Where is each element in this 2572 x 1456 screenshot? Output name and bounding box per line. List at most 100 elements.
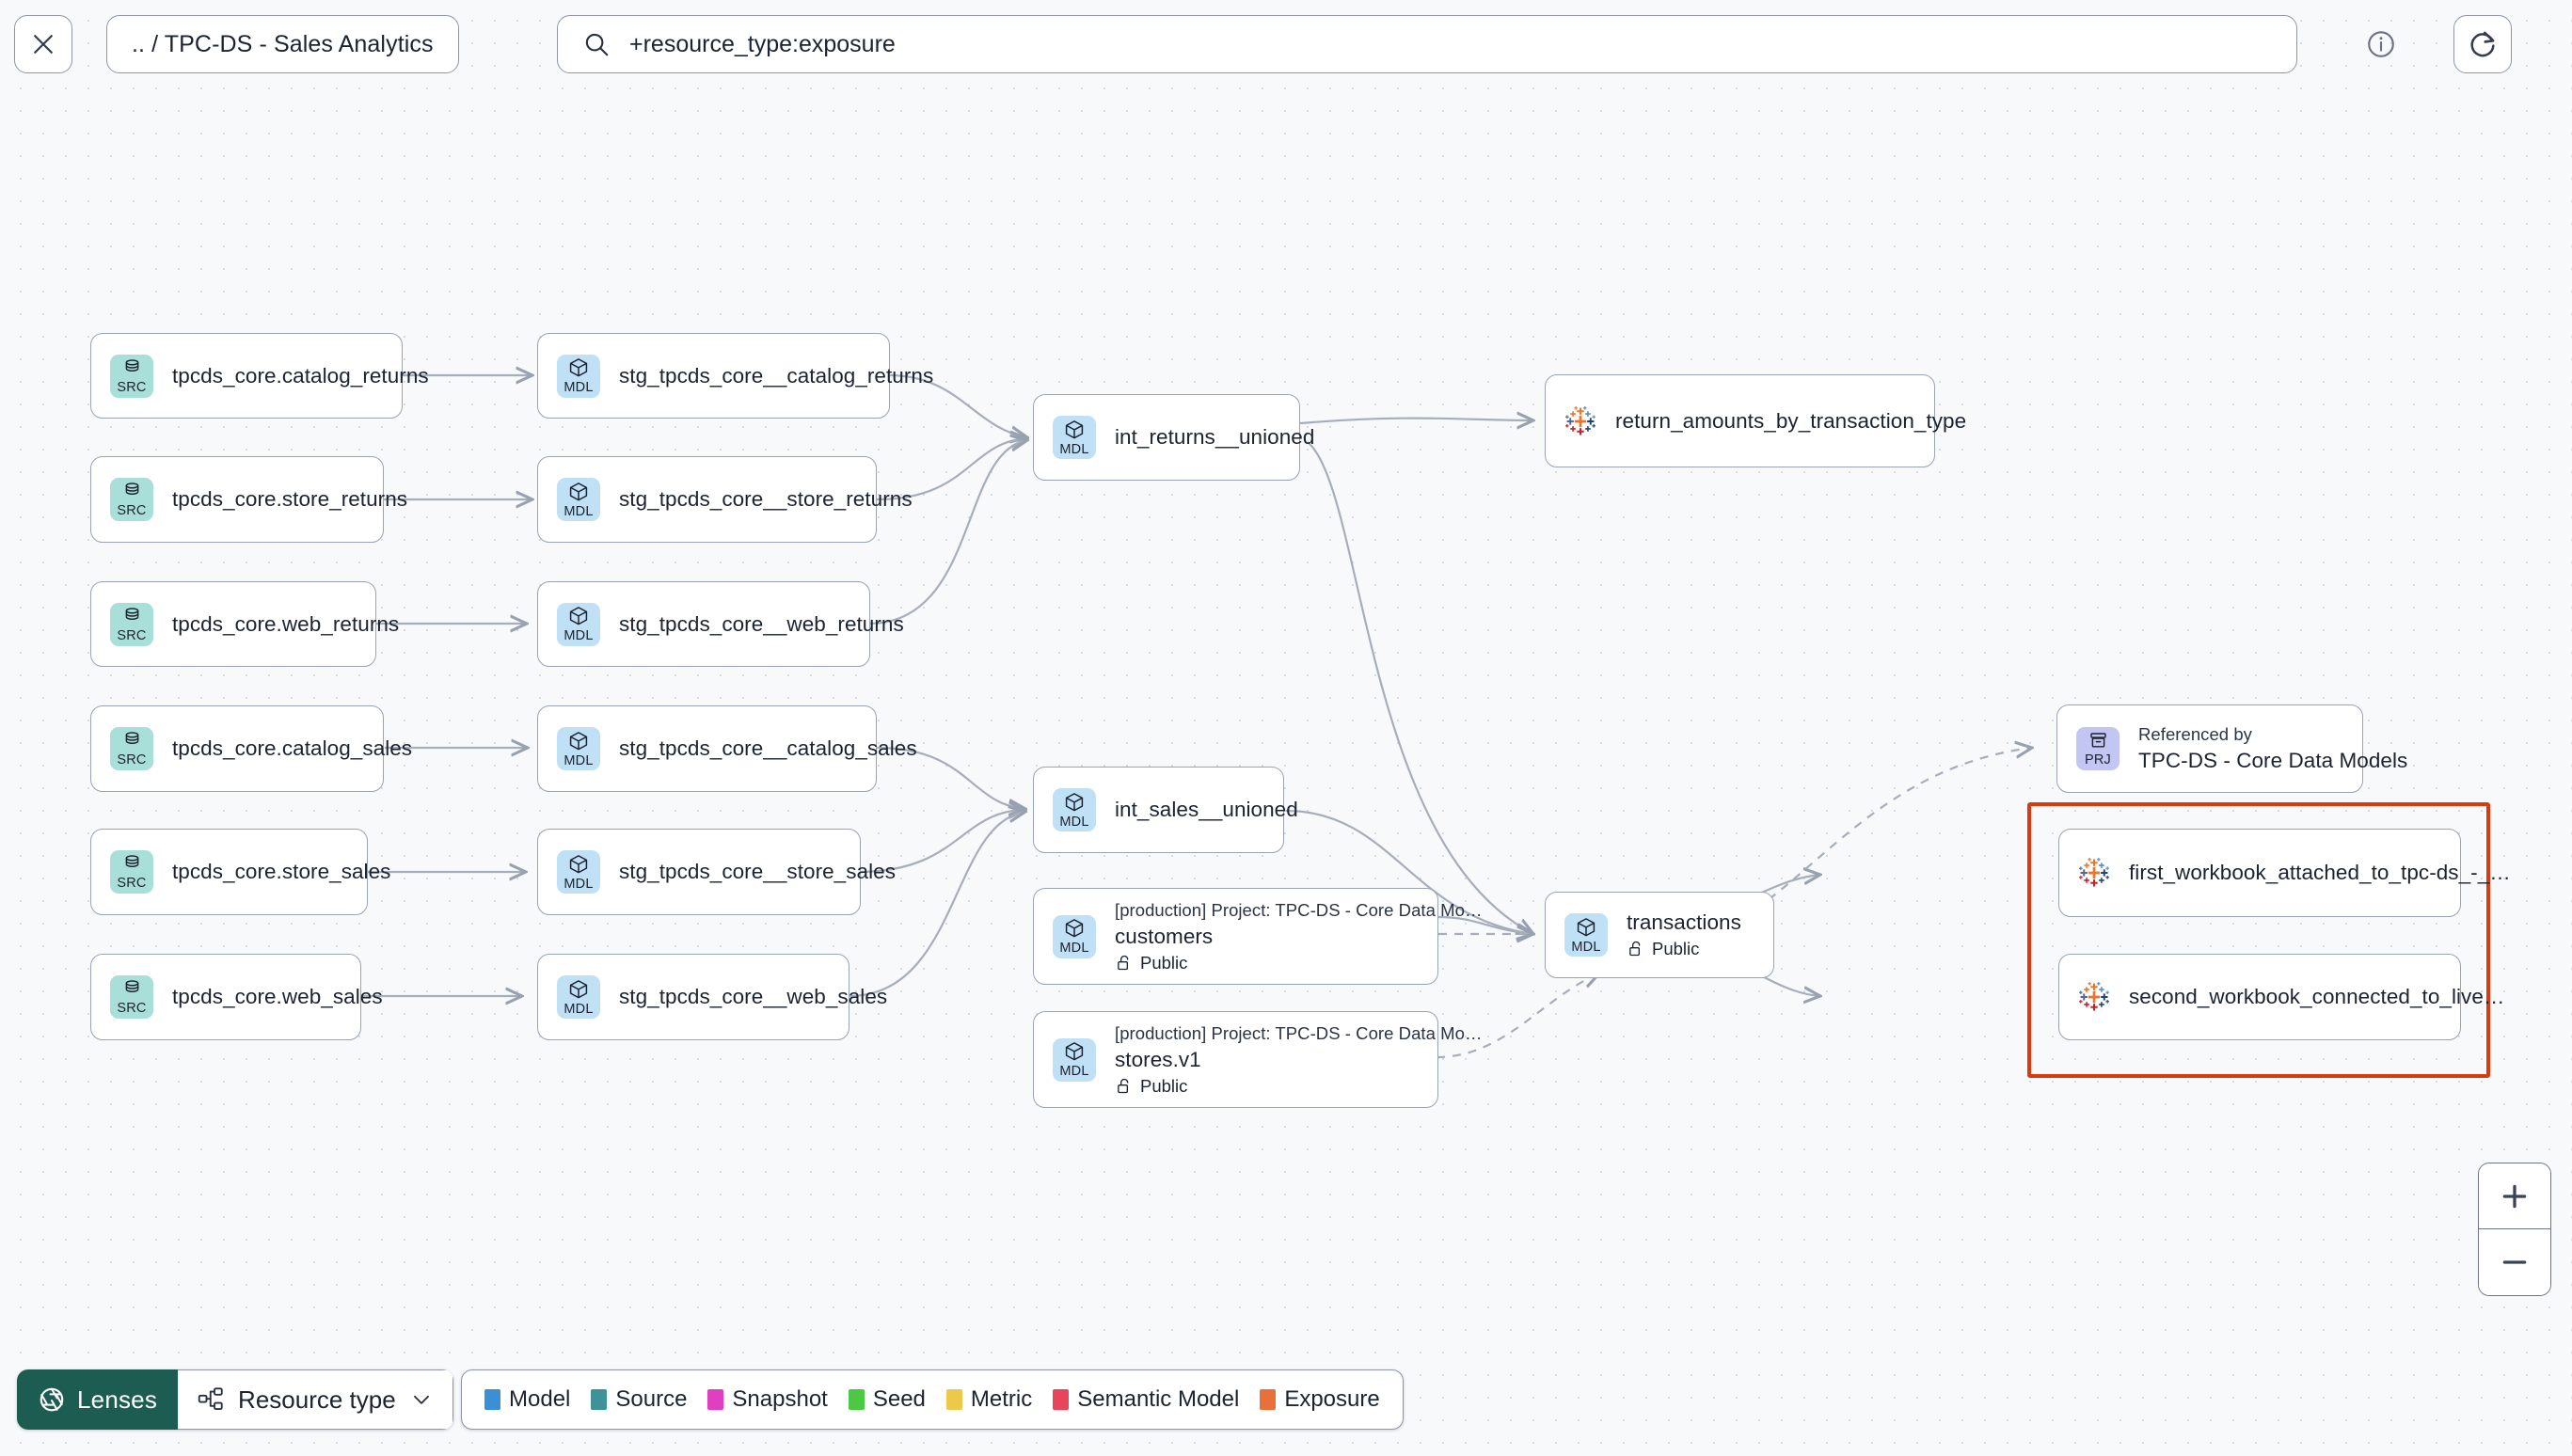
resource-badge-label: MDL: [564, 503, 594, 519]
graph-node-mdl_stg_catalog_returns[interactable]: MDL stg_tpcds_core__catalog_returns: [537, 333, 933, 419]
resource-badge-mdl: MDL: [1053, 914, 1096, 958]
cube-icon: [569, 854, 588, 874]
refresh-button[interactable]: [2453, 15, 2512, 73]
legend-item-snapshot[interactable]: Snapshot: [707, 1386, 828, 1413]
resource-badge-label: SRC: [117, 627, 147, 643]
node-label: stg_tpcds_core__web_sales: [619, 985, 888, 1008]
resource-type-label: Resource type: [238, 1385, 396, 1414]
resource-badge-label: SRC: [117, 752, 147, 768]
resource-badge-label: MDL: [1571, 939, 1601, 955]
search-input[interactable]: +resource_type:exposure: [557, 15, 2297, 73]
node-body: tpcds_core.store_sales: [172, 860, 390, 884]
node-label: stg_tpcds_core__store_returns: [619, 487, 913, 511]
legend-item-source[interactable]: Source: [591, 1386, 687, 1413]
resource-badge-mdl: MDL: [557, 478, 600, 521]
node-body: stg_tpcds_core__store_returns: [619, 487, 913, 512]
resource-badge-mdl: MDL: [1053, 416, 1096, 459]
cube-icon: [1065, 1042, 1084, 1061]
node-body: stg_tpcds_core__store_sales: [619, 860, 897, 884]
legend-label: Source: [615, 1386, 688, 1412]
node-body: tpcds_core.store_returns: [172, 487, 407, 512]
database-icon: [125, 732, 138, 745]
graph-node-exp_return_amounts[interactable]: return_amounts_by_transaction_type: [1545, 374, 1966, 467]
legend-item-exposure[interactable]: Exposure: [1260, 1386, 1380, 1413]
resource-badge-label: SRC: [117, 379, 147, 395]
legend-label: Seed: [872, 1386, 926, 1412]
node-access-label: Public: [1652, 939, 1700, 958]
info-button[interactable]: [2352, 15, 2410, 73]
breadcrumb-label: .. / TPC-DS - Sales Analytics: [132, 30, 434, 57]
node-label: second_workbook_connected_to_live…: [2129, 985, 2505, 1008]
legend-item-model[interactable]: Model: [484, 1386, 570, 1413]
legend-item-semantic-model[interactable]: Semantic Model: [1053, 1386, 1239, 1413]
legend-swatch: [1053, 1389, 1070, 1410]
lenses-button[interactable]: Lenses: [17, 1369, 179, 1430]
node-body: tpcds_core.web_sales: [172, 985, 383, 1009]
resource-badge-prj: PRJ: [2076, 727, 2120, 770]
resource-badge-src: SRC: [110, 727, 153, 770]
breadcrumb[interactable]: .. / TPC-DS - Sales Analytics: [106, 15, 459, 73]
graph-node-mdl_stg_store_returns[interactable]: MDL stg_tpcds_core__store_returns: [537, 456, 913, 543]
zoom-controls: [2478, 1163, 2551, 1296]
cube-icon: [569, 607, 588, 625]
tableau-icon-wrap: [2078, 981, 2110, 1013]
graph-node-exp_first_workbook[interactable]: first_workbook_attached_to_tpc-ds_-_…: [2058, 829, 2511, 917]
database-icon: [125, 855, 138, 868]
resource-type-dropdown[interactable]: Resource type: [178, 1369, 453, 1430]
cube-icon: [1577, 917, 1596, 937]
tableau-icon: [2078, 857, 2110, 887]
unlock-icon: [1118, 1078, 1129, 1093]
node-label: stores.v1: [1115, 1047, 1201, 1071]
graph-node-mdl_customers[interactable]: MDL [production] Project: TPC-DS - Core D…: [1033, 888, 1483, 985]
legend-label: Model: [509, 1386, 571, 1412]
legend-item-metric[interactable]: Metric: [945, 1386, 1033, 1413]
node-project-label: [production] Project: TPC-DS - Core Data…: [1115, 1022, 1483, 1043]
resource-badge-mdl: MDL: [557, 727, 600, 770]
resource-badge-src: SRC: [110, 850, 153, 894]
node-body: stg_tpcds_core__catalog_returns: [619, 364, 933, 388]
legend-swatch: [591, 1389, 608, 1410]
graph-node-mdl_stores_v1[interactable]: MDL[production] Project: TPC-DS - Core D…: [1033, 1011, 1483, 1108]
resource-type-legend: Model Source Snapshot Seed Metric Semantic Mo…: [461, 1369, 1404, 1430]
node-access-label: Public: [1140, 952, 1188, 973]
unlock-icon: [1629, 941, 1641, 957]
graph-node-src_web_returns[interactable]: SRC tpcds_core.web_returns: [90, 581, 400, 667]
resource-badge-label: MDL: [564, 380, 594, 396]
legend-swatch: [945, 1389, 962, 1410]
database-icon: [125, 608, 138, 620]
node-label: tpcds_core.web_returns: [172, 611, 400, 636]
tableau-icon-wrap: [2078, 857, 2110, 889]
node-body: tpcds_core.web_returns: [172, 611, 400, 637]
graph-node-mdl_stg_web_sales[interactable]: MDL stg_tpcds_core__web_sales: [537, 954, 888, 1040]
graph-node-src_store_sales[interactable]: SRC tpcds_core.store_sales: [90, 829, 390, 915]
legend-item-seed[interactable]: Seed: [848, 1386, 926, 1413]
cube-icon: [569, 482, 588, 501]
database-icon: [125, 483, 138, 496]
zoom-in-button[interactable]: [2479, 1163, 2550, 1229]
graph-node-exp_second_workbook[interactable]: second_workbook_connected_to_live…: [2058, 954, 2504, 1040]
resource-badge-label: MDL: [564, 752, 594, 768]
resource-badge-mdl: MDL: [557, 975, 600, 1019]
node-project-label: [production] Project: TPC-DS - Core Data…: [1115, 899, 1483, 920]
refresh-icon: [2470, 31, 2495, 57]
node-body: tpcds_core.catalog_sales: [172, 736, 412, 761]
lenses-label: Lenses: [77, 1385, 158, 1414]
graph-node-src_catalog_sales[interactable]: SRC tpcds_core.catalog_sales: [90, 705, 412, 792]
zoom-out-button[interactable]: [2479, 1229, 2550, 1295]
node-label: stg_tpcds_core__store_sales: [619, 860, 897, 883]
close-button[interactable]: [14, 15, 72, 73]
legend-label: Metric: [970, 1386, 1033, 1412]
search-icon: [585, 33, 609, 56]
